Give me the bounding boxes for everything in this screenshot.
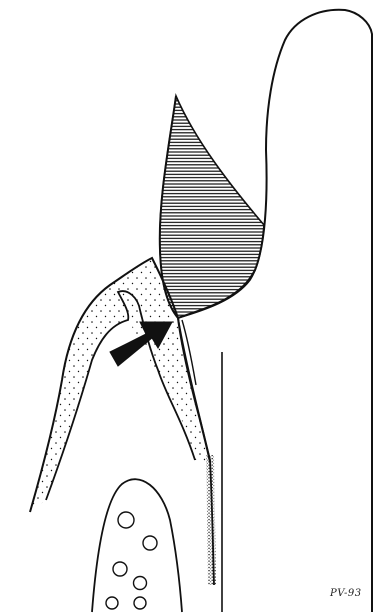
artist-signature: PV-93 bbox=[330, 588, 362, 599]
cementum-strip bbox=[206, 455, 216, 585]
alveolar-bone bbox=[92, 479, 182, 612]
bone-marrow-spaces bbox=[106, 512, 157, 609]
enamel-hatching bbox=[160, 96, 264, 318]
